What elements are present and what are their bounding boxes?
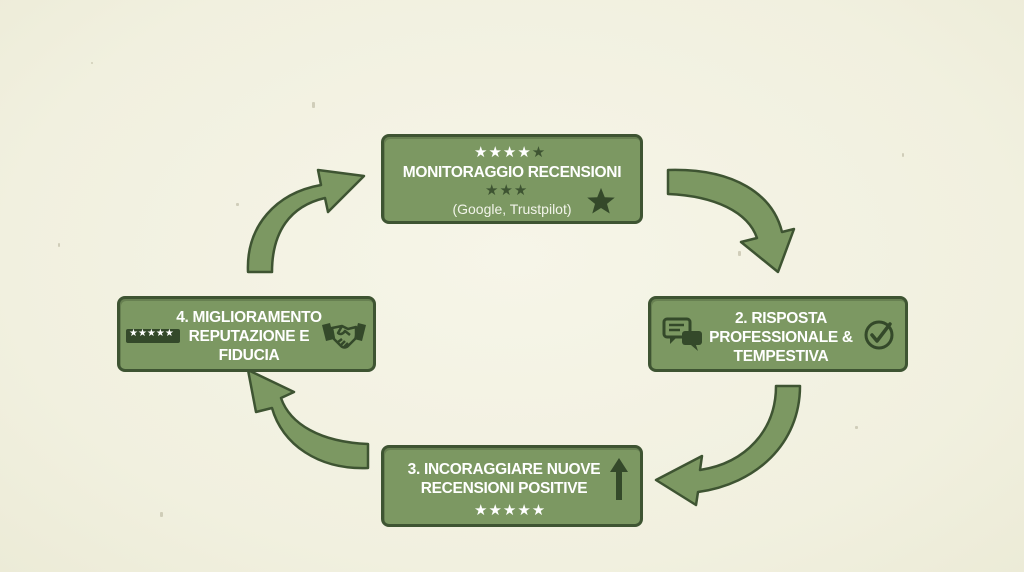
step4-box: ★★★★★ 4. MIGLIORAMENTO REPUTAZIONE E FID… <box>117 296 376 372</box>
step3-title: 3. INCORAGGIARE NUOVE RECENSIONI POSITIV… <box>404 460 604 498</box>
up-arrow-icon <box>610 458 628 500</box>
step3-stars: ★★★★★ <box>474 501 547 519</box>
handshake-icon <box>322 323 366 349</box>
step2-line2: PROFESSIONALE & <box>709 329 853 346</box>
arrow-step1-to-step2 <box>666 168 796 274</box>
paper-speck <box>91 62 93 64</box>
rating-badge-icon: ★★★★★ <box>126 328 180 343</box>
check-circle-icon <box>864 320 894 350</box>
paper-speck <box>855 426 858 429</box>
step3-line1: 3. INCORAGGIARE NUOVE <box>407 461 601 478</box>
step4-title: 4. MIGLIORAMENTO REPUTAZIONE E FIDUCIA <box>176 308 322 365</box>
step4-line2: REPUTAZIONE E <box>188 328 310 345</box>
star-icon <box>587 187 615 214</box>
step2-box: 2. RISPOSTA PROFESSIONALE & TEMPESTIVA <box>648 296 908 372</box>
paper-speck <box>738 251 741 256</box>
step2-title: 2. RISPOSTA PROFESSIONALE & TEMPESTIVA <box>706 309 856 366</box>
step4-line1: 4. MIGLIORAMENTO <box>176 309 322 326</box>
step1-mid-stars: ★★★ <box>485 181 529 199</box>
step1-box: ★★★★★ MONITORAGGIO RECENSIONI ★★★ (Googl… <box>381 134 643 224</box>
paper-speck <box>160 512 163 517</box>
step2-line3: TEMPESTIVA <box>733 348 829 365</box>
paper-speck <box>312 102 315 108</box>
step1-subtitle: (Google, Trustpilot) <box>452 201 572 217</box>
arrow-step4-to-step1 <box>246 168 366 274</box>
step1-top-stars: ★★★★★ <box>474 143 547 161</box>
step1-title: MONITORAGGIO RECENSIONI <box>402 164 622 181</box>
step2-line1: 2. RISPOSTA <box>734 310 828 327</box>
step3-line2: RECENSIONI POSITIVE <box>420 480 588 497</box>
step4-badge-stars: ★★★★★ <box>129 328 174 339</box>
arrow-step3-to-step4 <box>246 368 370 470</box>
arrow-step2-to-step3 <box>654 384 802 507</box>
paper-speck <box>236 203 239 206</box>
step4-line3: FIDUCIA <box>218 347 280 364</box>
paper-speck <box>902 153 904 157</box>
paper-speck <box>58 243 60 247</box>
step3-box: 3. INCORAGGIARE NUOVE RECENSIONI POSITIV… <box>381 445 643 527</box>
chat-bubbles-icon <box>662 317 702 351</box>
